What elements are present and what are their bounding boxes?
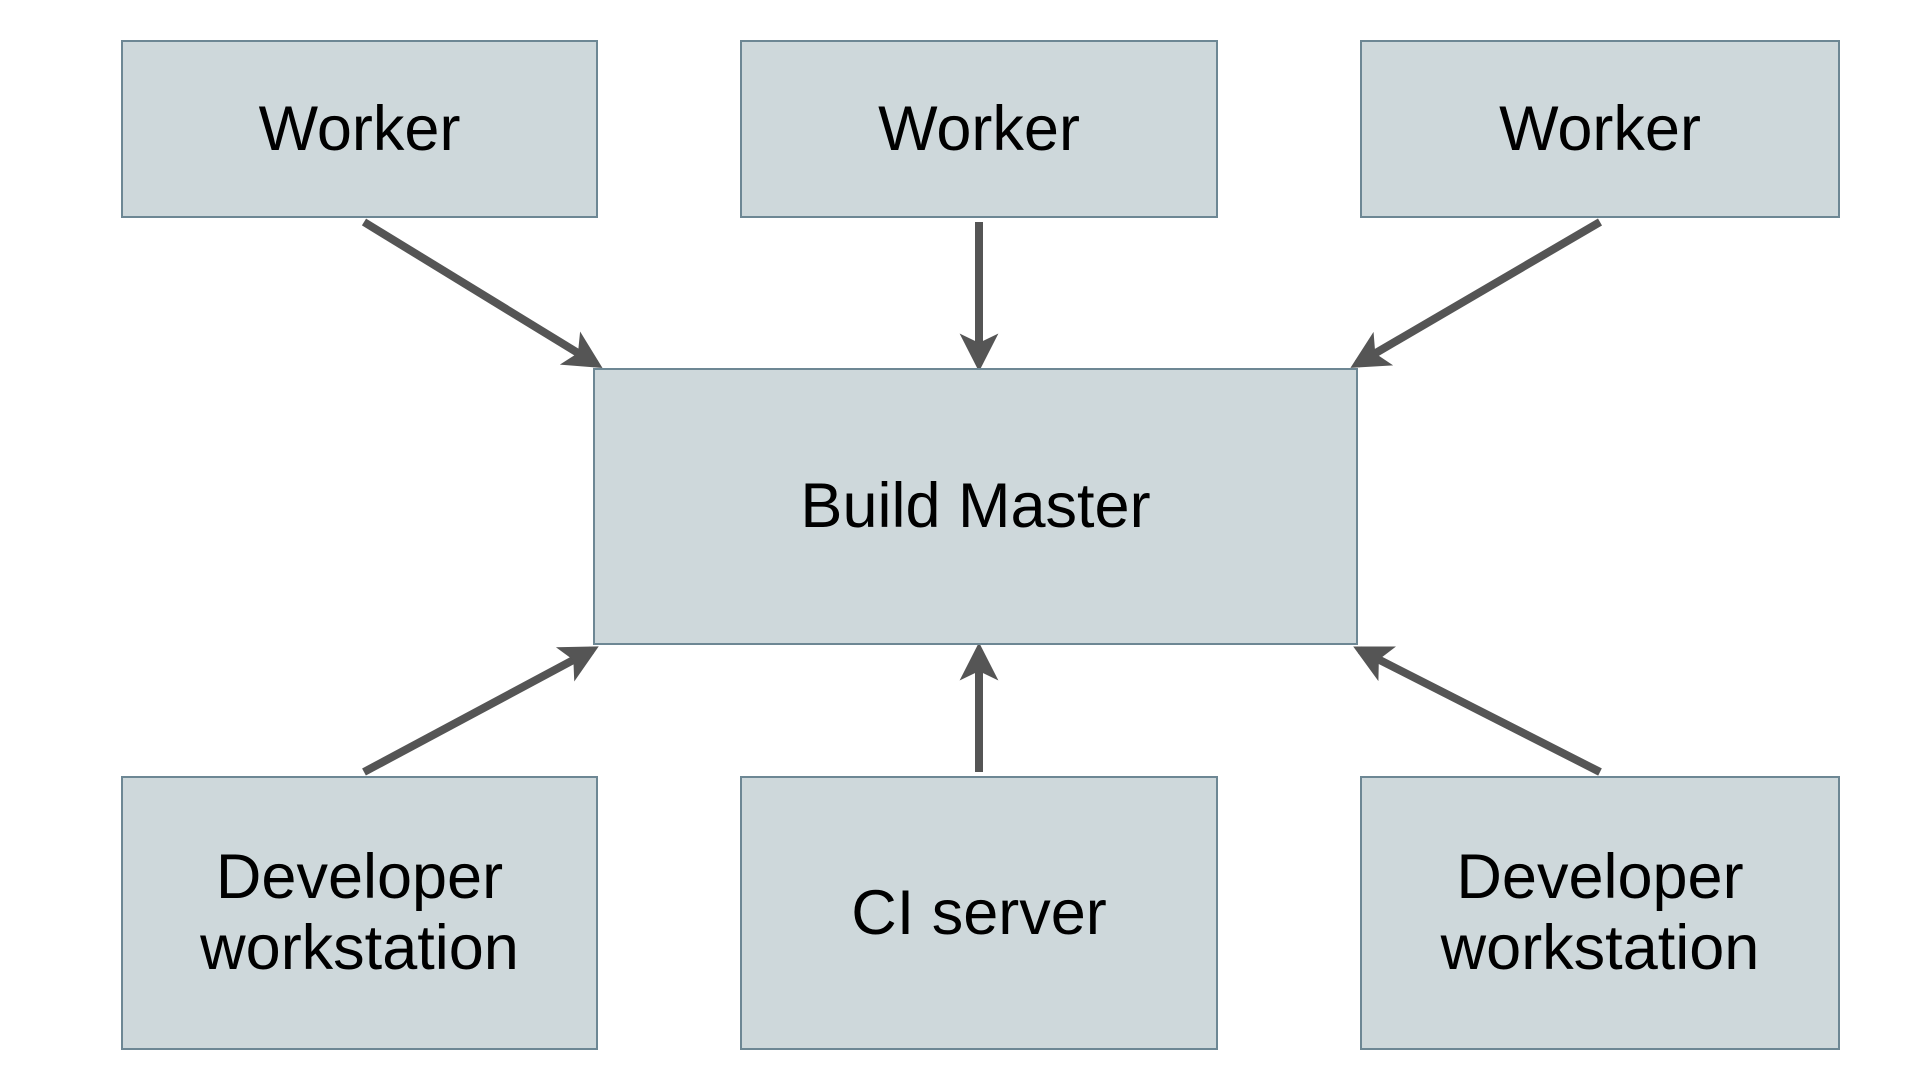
node-build-master[interactable]: Build Master [593,368,1358,645]
node-dev-workstation-right-label: Developer workstation [1440,842,1760,983]
node-ci-server[interactable]: CI server [740,776,1218,1050]
edge-worker-3-to-build-master [1350,218,1603,368]
node-worker-1[interactable]: Worker [121,40,598,218]
node-worker-3-label: Worker [1499,93,1701,164]
node-dev-workstation-right[interactable]: Developer workstation [1360,776,1840,1050]
node-dev-workstation-left[interactable]: Developer workstation [121,776,598,1050]
edge-dev-workstation-right-to-build-master [1353,646,1602,776]
edge-dev-workstation-left-to-build-master [362,646,599,776]
node-dev-workstation-left-label: Developer workstation [200,842,519,983]
node-ci-server-label: CI server [851,877,1107,948]
node-worker-3[interactable]: Worker [1360,40,1840,218]
edge-worker-1-to-build-master [361,218,603,368]
node-worker-2[interactable]: Worker [740,40,1218,218]
node-worker-1-label: Worker [258,93,461,164]
node-worker-2-label: Worker [878,93,1080,164]
node-build-master-label: Build Master [800,471,1151,542]
